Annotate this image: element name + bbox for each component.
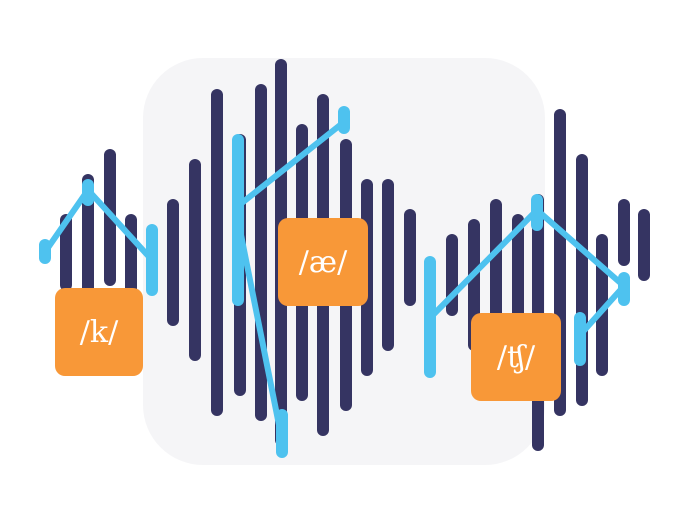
label-tsh-text: /ʧ/ [497,340,536,375]
label-ae-box [278,218,368,306]
pitch-contour-k [42,187,155,263]
label-k-text: /k/ [80,315,119,350]
pitch-contour-tsh [427,207,627,338]
label-k: /k/ [55,288,143,376]
label-ae-text: /æ/ [299,245,348,280]
pitch-contour-line-icon [42,119,627,443]
pitch-contour-ae-fall [235,217,285,443]
label-ae: /æ/ [278,218,368,306]
label-tsh: /ʧ/ [471,313,561,401]
label-k-box [55,288,143,376]
pitch-contour-ae [235,119,347,209]
label-tsh-box [471,313,561,401]
